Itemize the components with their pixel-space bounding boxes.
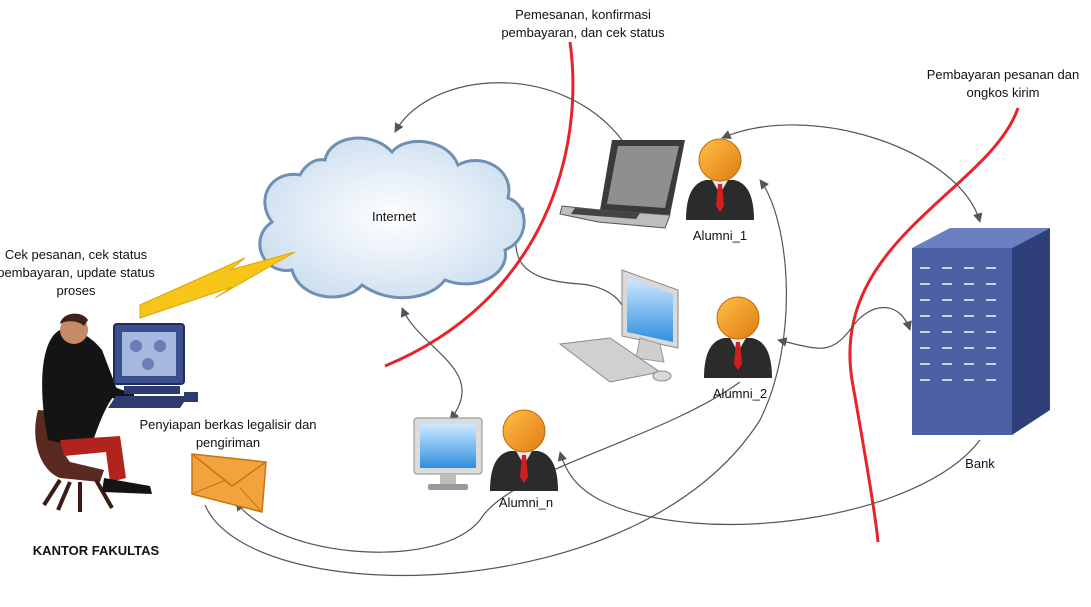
office-label: KANTOR FAKULTAS: [33, 543, 160, 558]
person-icon-alumni-n: [489, 409, 559, 492]
arrow-bank-alumnin: [557, 439, 981, 526]
desktop-computer-icon: [558, 269, 679, 383]
arrow-alumni2-office: [235, 381, 741, 553]
alumni-1-label: Alumni_1: [693, 228, 747, 243]
connection-arrows: [204, 82, 983, 576]
bank-label: Bank: [965, 456, 995, 471]
office-worker-icon: [35, 313, 198, 512]
prep-label-line2: pengiriman: [196, 435, 260, 450]
arrow-internet-monitor: [401, 307, 463, 421]
order-label-line1: Pemesanan, konfirmasi: [515, 7, 651, 22]
check-label-line3: proses: [56, 283, 96, 298]
arrow-laptop-internet: [394, 82, 623, 141]
arrow-office-alumni1: [204, 179, 787, 576]
monitor-icon: [413, 417, 483, 490]
arrow-alumni1-bank: [721, 124, 983, 223]
laptop-icon: [559, 140, 685, 229]
order-label-line2: pembayaran, dan cek status: [501, 25, 665, 40]
lightning-icon: [139, 251, 296, 319]
person-icon-alumni-1: [685, 138, 755, 221]
bank-server-icon: [912, 228, 1050, 435]
envelope-icon: [191, 453, 267, 513]
prep-label-line1: Penyiapan berkas legalisir dan: [139, 417, 316, 432]
check-label-line2: pembayaran, update status: [0, 265, 155, 280]
alumni-n-label: Alumni_n: [499, 495, 553, 510]
person-icon-alumni-2: [703, 296, 773, 379]
payment-label-line2: ongkos kirim: [967, 85, 1040, 100]
payment-label-line1: Pembayaran pesanan dan: [927, 67, 1080, 82]
arrow-internet-desktop: [515, 207, 632, 323]
arrow-alumni2-bank: [777, 306, 912, 349]
check-label-line1: Cek pesanan, cek status: [5, 247, 148, 262]
internet-label: Internet: [372, 209, 416, 224]
alumni-2-label: Alumni_2: [713, 386, 767, 401]
